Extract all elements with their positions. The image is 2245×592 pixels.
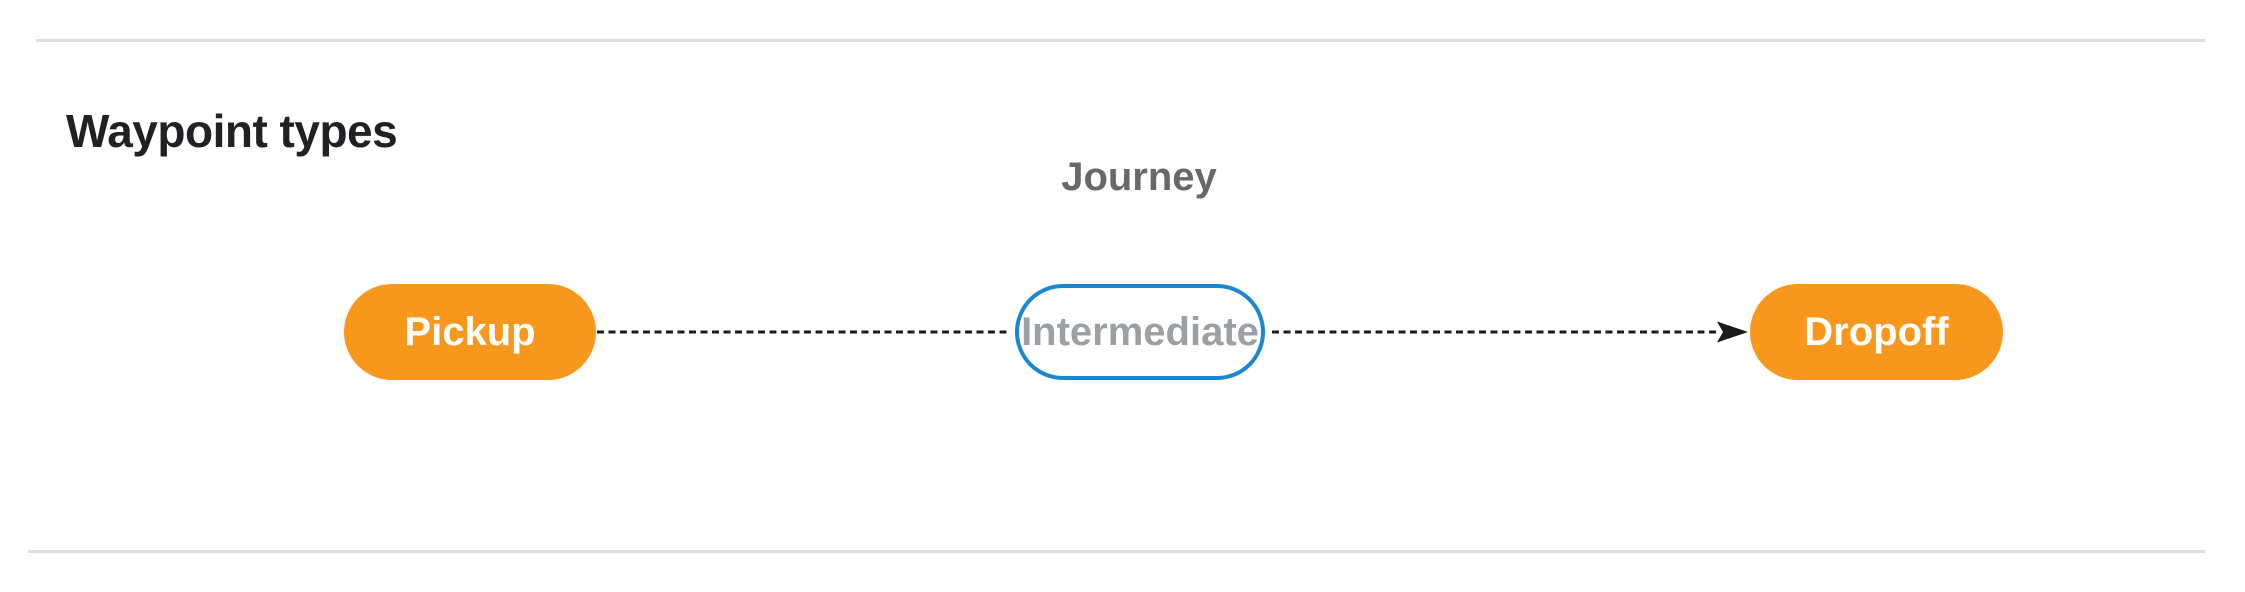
- node-intermediate: Intermediate: [1015, 284, 1265, 380]
- page-title: Waypoint types: [66, 105, 398, 158]
- node-dropoff-label: Dropoff: [1804, 309, 1949, 354]
- node-pickup: Pickup: [344, 284, 596, 380]
- node-pickup-label: Pickup: [404, 309, 536, 354]
- diagram-caption: Journey: [1061, 155, 1217, 199]
- node-dropoff: Dropoff: [1750, 284, 2003, 380]
- top-divider: [36, 39, 2205, 42]
- bottom-divider: [28, 550, 2205, 553]
- node-intermediate-label: Intermediate: [1021, 309, 1259, 354]
- arrowhead-icon: [1717, 321, 1748, 343]
